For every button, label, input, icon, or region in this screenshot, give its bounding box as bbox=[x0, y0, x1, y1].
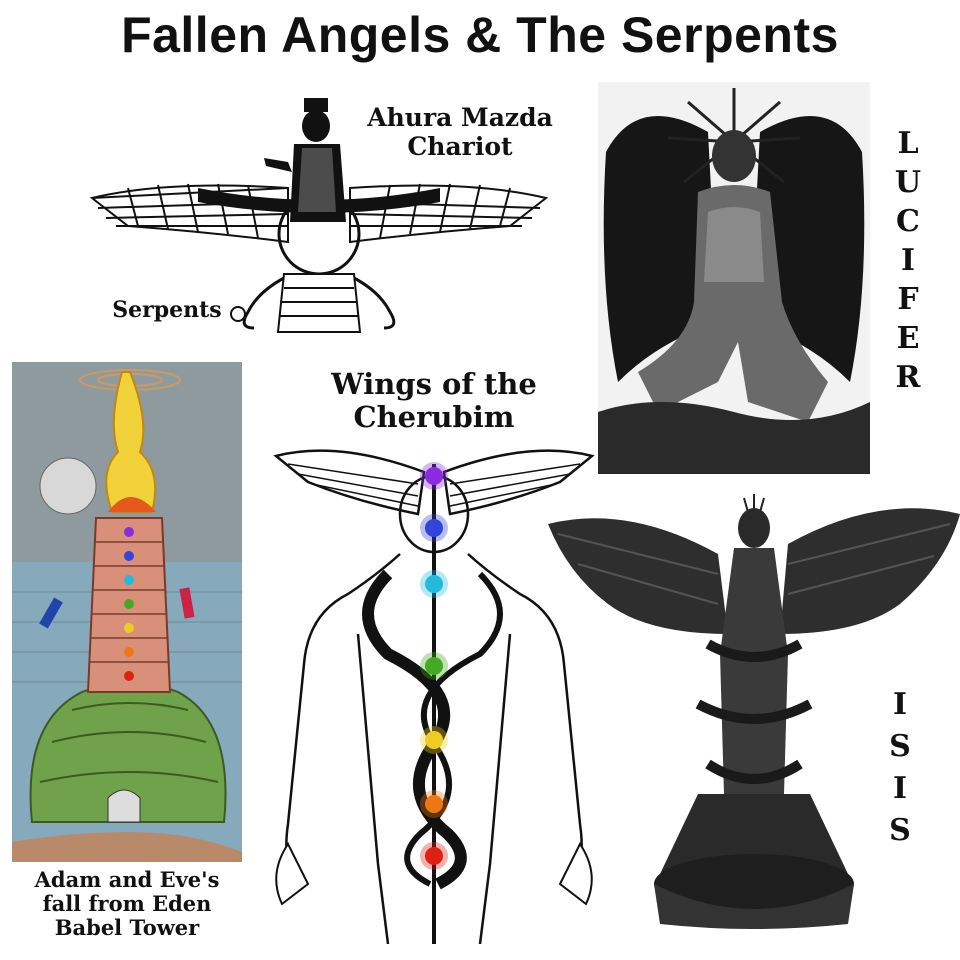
ahura-mazda-label: Ahura Mazda Chariot bbox=[367, 103, 553, 161]
page-title: Fallen Angels & The Serpents bbox=[121, 7, 839, 63]
chakra-dot bbox=[425, 519, 443, 537]
isis-letter: I bbox=[892, 687, 908, 722]
lucifer-letter: L bbox=[897, 126, 919, 161]
lucifer-illustration bbox=[598, 82, 870, 474]
lucifer-letter: I bbox=[900, 243, 916, 278]
babel-tower-illustration bbox=[12, 362, 242, 862]
faravahar-illustration bbox=[88, 92, 550, 350]
chakra-dot bbox=[425, 847, 443, 865]
isis-label: I S I S bbox=[882, 684, 918, 852]
serpents-label: Serpents bbox=[112, 297, 222, 323]
chakra-dot bbox=[425, 467, 443, 485]
isis-letter: I bbox=[892, 771, 908, 806]
isis-letter: S bbox=[889, 729, 911, 764]
chakra-dot bbox=[425, 731, 443, 749]
lucifer-letter: F bbox=[897, 282, 919, 317]
chakra-dot bbox=[425, 575, 443, 593]
lucifer-letter: R bbox=[895, 360, 921, 395]
isis-illustration bbox=[548, 494, 960, 934]
chakra-dot bbox=[425, 657, 443, 675]
isis-letter: S bbox=[889, 813, 911, 848]
cherubim-chakra-illustration bbox=[268, 444, 600, 944]
lucifer-letter: C bbox=[896, 204, 920, 239]
lucifer-label: L U C I F E R bbox=[890, 124, 926, 397]
chakra-dot bbox=[425, 795, 443, 813]
wings-cherubim-label: Wings of the Cherubim bbox=[331, 367, 537, 435]
lucifer-letter: E bbox=[896, 321, 920, 356]
lucifer-letter: U bbox=[894, 165, 922, 200]
adam-eve-label: Adam and Eve's fall from Eden Babel Towe… bbox=[34, 867, 220, 941]
